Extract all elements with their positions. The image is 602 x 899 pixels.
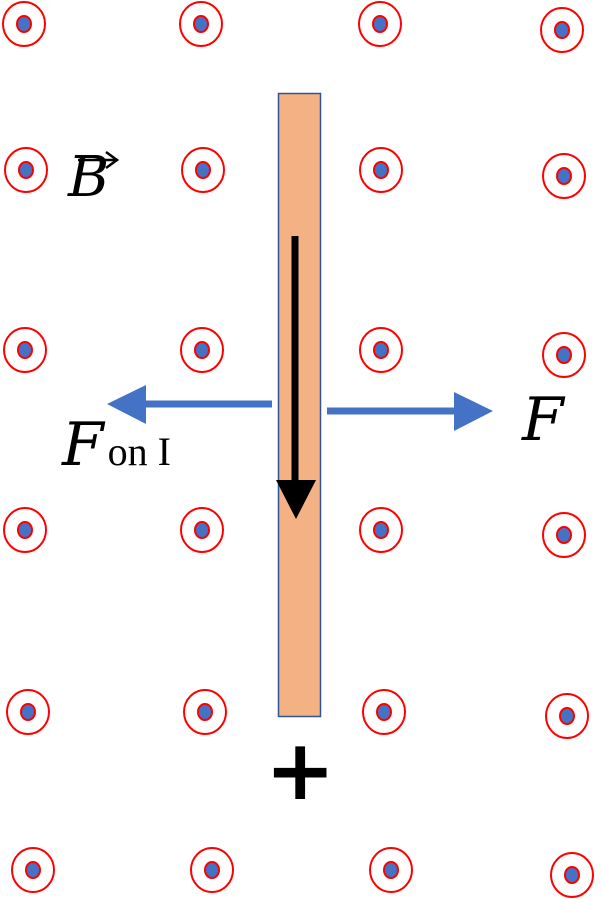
field-ring: [358, 1, 402, 47]
field-out-of-page-icon: [545, 693, 589, 739]
field-out-of-page-icon: [183, 689, 227, 735]
field-out-of-page-icon: [2, 1, 46, 47]
field-dot: [18, 161, 34, 179]
field-ring: [6, 689, 50, 735]
field-out-of-page-icon: [359, 507, 403, 553]
field-ring: [542, 332, 586, 378]
field-ring: [183, 689, 227, 735]
field-ring: [190, 847, 234, 893]
field-dot: [556, 167, 572, 185]
field-ring: [180, 507, 224, 553]
force-right-label: F: [522, 385, 564, 455]
field-dot: [16, 15, 32, 33]
field-ring: [550, 852, 594, 898]
force-on-current-subscript: on I: [107, 429, 171, 474]
field-dot: [204, 861, 220, 879]
field-ring: [359, 327, 403, 373]
field-ring: [2, 1, 46, 47]
field-ring: [540, 7, 584, 53]
field-dot: [20, 703, 36, 721]
field-ring: [4, 147, 48, 193]
field-out-of-page-icon: [542, 512, 586, 558]
field-dot: [376, 703, 392, 721]
field-ring: [3, 327, 47, 373]
field-out-of-page-icon: [369, 847, 413, 893]
field-ring: [180, 327, 224, 373]
field-ring: [545, 693, 589, 739]
force-left-head: [107, 385, 146, 424]
field-dot: [373, 521, 389, 539]
force-right-head: [454, 392, 493, 431]
field-ring: [369, 847, 413, 893]
field-out-of-page-icon: [11, 847, 55, 893]
field-ring: [542, 512, 586, 558]
field-out-of-page-icon: [359, 327, 403, 373]
field-ring: [359, 147, 403, 193]
vector-arrow-icon: [78, 150, 120, 170]
field-dot: [564, 866, 580, 884]
field-dot: [194, 341, 210, 359]
field-dot: [197, 703, 213, 721]
magnetic-field-label: B: [68, 145, 110, 210]
field-out-of-page-icon: [180, 507, 224, 553]
field-dot: [383, 861, 399, 879]
field-out-of-page-icon: [542, 153, 586, 199]
field-out-of-page-icon: [358, 1, 402, 47]
field-dot: [373, 341, 389, 359]
field-dot: [17, 341, 33, 359]
force-arrow-left: [107, 385, 272, 424]
field-dot: [559, 707, 575, 725]
field-out-of-page-icon: [362, 689, 406, 735]
field-ring: [179, 1, 223, 47]
field-ring: [11, 847, 55, 893]
field-dot: [556, 526, 572, 544]
field-ring: [359, 507, 403, 553]
current-arrow-head: [276, 480, 316, 519]
field-out-of-page-icon: [540, 7, 584, 53]
field-ring: [3, 507, 47, 553]
field-out-of-page-icon: [542, 332, 586, 378]
force-on-current-symbol: F: [62, 410, 104, 480]
field-out-of-page-icon: [3, 327, 47, 373]
field-out-of-page-icon: [180, 327, 224, 373]
field-dot: [373, 161, 389, 179]
field-out-of-page-icon: [359, 147, 403, 193]
field-out-of-page-icon: [550, 852, 594, 898]
field-dot: [556, 346, 572, 364]
current-arrow: [276, 236, 316, 519]
field-dot: [193, 15, 209, 33]
field-dot: [17, 521, 33, 539]
positive-terminal-sign: +: [265, 721, 336, 819]
field-out-of-page-icon: [179, 1, 223, 47]
force-arrow-right: [327, 392, 493, 431]
conductor-bar: [277, 92, 322, 718]
field-out-of-page-icon: [190, 847, 234, 893]
field-dot: [372, 15, 388, 33]
field-out-of-page-icon: [4, 147, 48, 193]
field-dot: [195, 161, 211, 179]
field-dot: [25, 861, 41, 879]
field-out-of-page-icon: [6, 689, 50, 735]
field-ring: [362, 689, 406, 735]
field-ring: [542, 153, 586, 199]
field-out-of-page-icon: [181, 147, 225, 193]
field-out-of-page-icon: [3, 507, 47, 553]
field-dot: [554, 21, 570, 39]
field-dot: [194, 521, 210, 539]
field-ring: [181, 147, 225, 193]
